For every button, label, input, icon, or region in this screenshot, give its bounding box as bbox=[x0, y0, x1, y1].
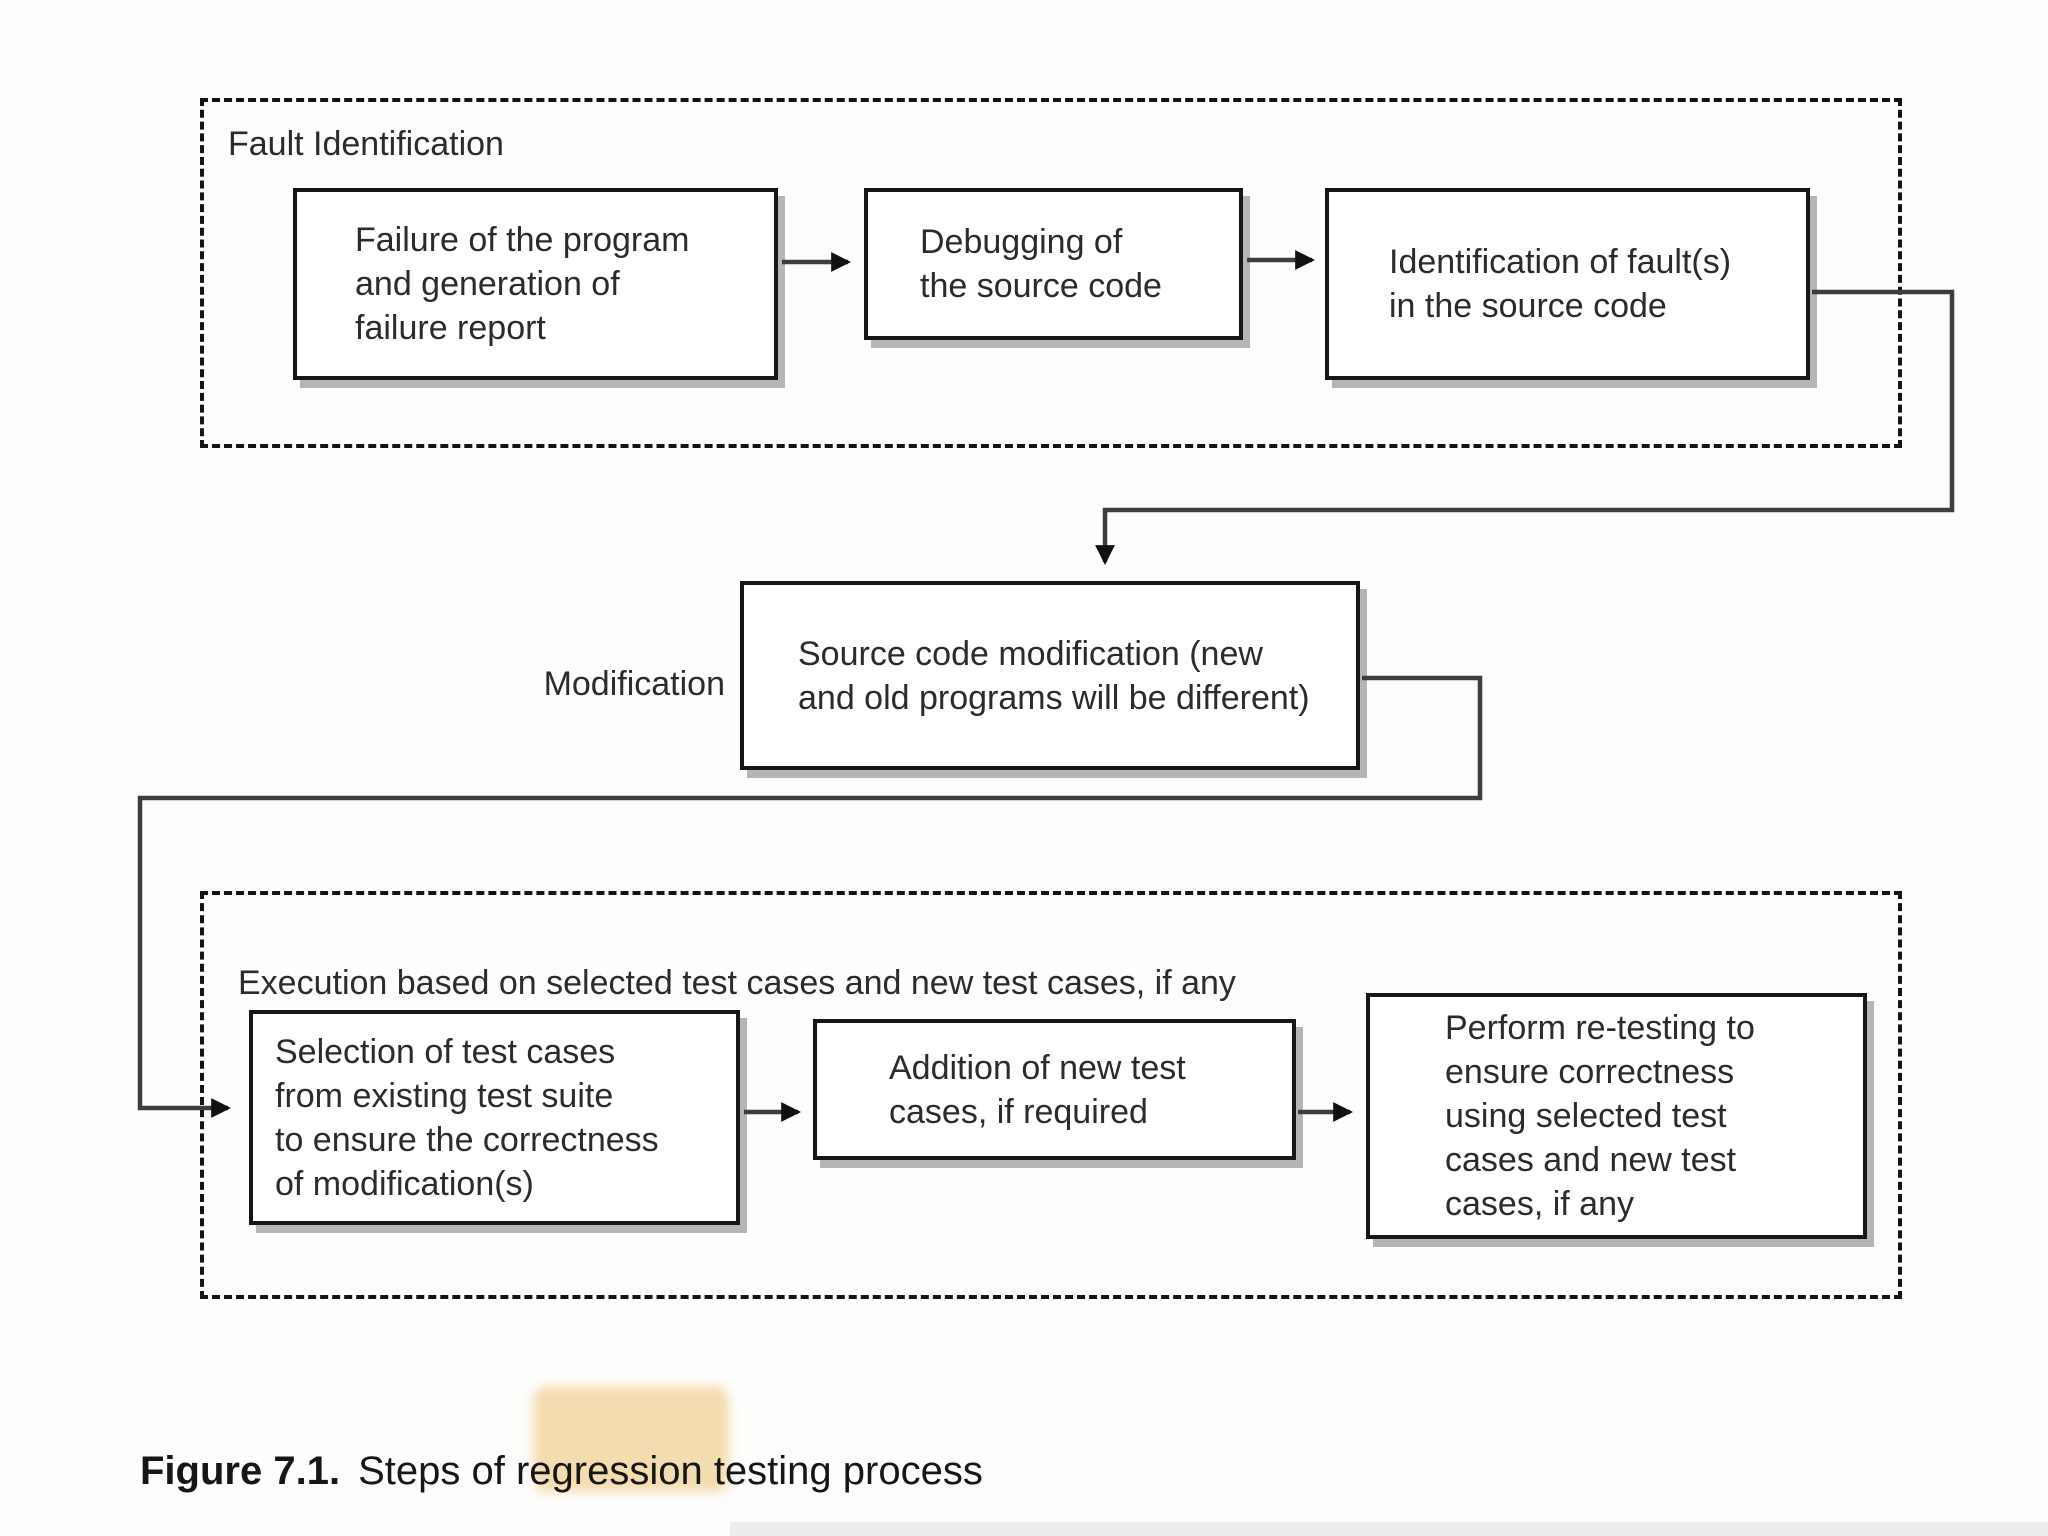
fault-identified-box-text: Identification of fault(s) in the source… bbox=[1389, 243, 1732, 325]
failure-report-box: Failure of the program and generation of… bbox=[293, 188, 778, 380]
figure-caption-text-after: testing process bbox=[702, 1449, 983, 1493]
fault-identification-region bbox=[200, 98, 1902, 448]
modification-label: Modification bbox=[543, 665, 725, 703]
regression-text-highlight bbox=[533, 1386, 729, 1492]
test-selection-box: Selection of test cases from existing te… bbox=[249, 1010, 740, 1225]
retesting-box-text: Perform re-testing to ensure correctness… bbox=[1445, 1009, 1755, 1223]
fault-identification-label: Fault Identification bbox=[228, 125, 504, 163]
new-test-cases-box-text: Addition of new test cases, if required bbox=[889, 1048, 1186, 1131]
source-modification-box-text: Source code modification (new and old pr… bbox=[798, 634, 1310, 717]
new-test-cases-box: Addition of new test cases, if required bbox=[813, 1019, 1296, 1160]
test-selection-box-text: Selection of test cases from existing te… bbox=[275, 1032, 659, 1203]
figure-caption-number: Figure 7.1. bbox=[140, 1449, 341, 1493]
source-modification-box: Source code modification (new and old pr… bbox=[740, 581, 1360, 770]
page-edge-shading bbox=[730, 1522, 2048, 1536]
figure-caption-highlighted-word: regression bbox=[515, 1449, 703, 1493]
retesting-box: Perform re-testing to ensure correctness… bbox=[1366, 993, 1867, 1239]
figure-caption-text-before: Steps of bbox=[358, 1449, 516, 1493]
debugging-box: Debugging of the source code bbox=[864, 188, 1243, 340]
failure-report-box-text: Failure of the program and generation of… bbox=[355, 221, 690, 347]
debugging-box-text: Debugging of the source code bbox=[920, 223, 1162, 305]
figure-caption: Figure 7.1. Steps of regression testing p… bbox=[140, 1446, 983, 1496]
execution-region-label: Execution based on selected test cases a… bbox=[238, 964, 1236, 1002]
fault-identified-box: Identification of fault(s) in the source… bbox=[1325, 188, 1810, 380]
